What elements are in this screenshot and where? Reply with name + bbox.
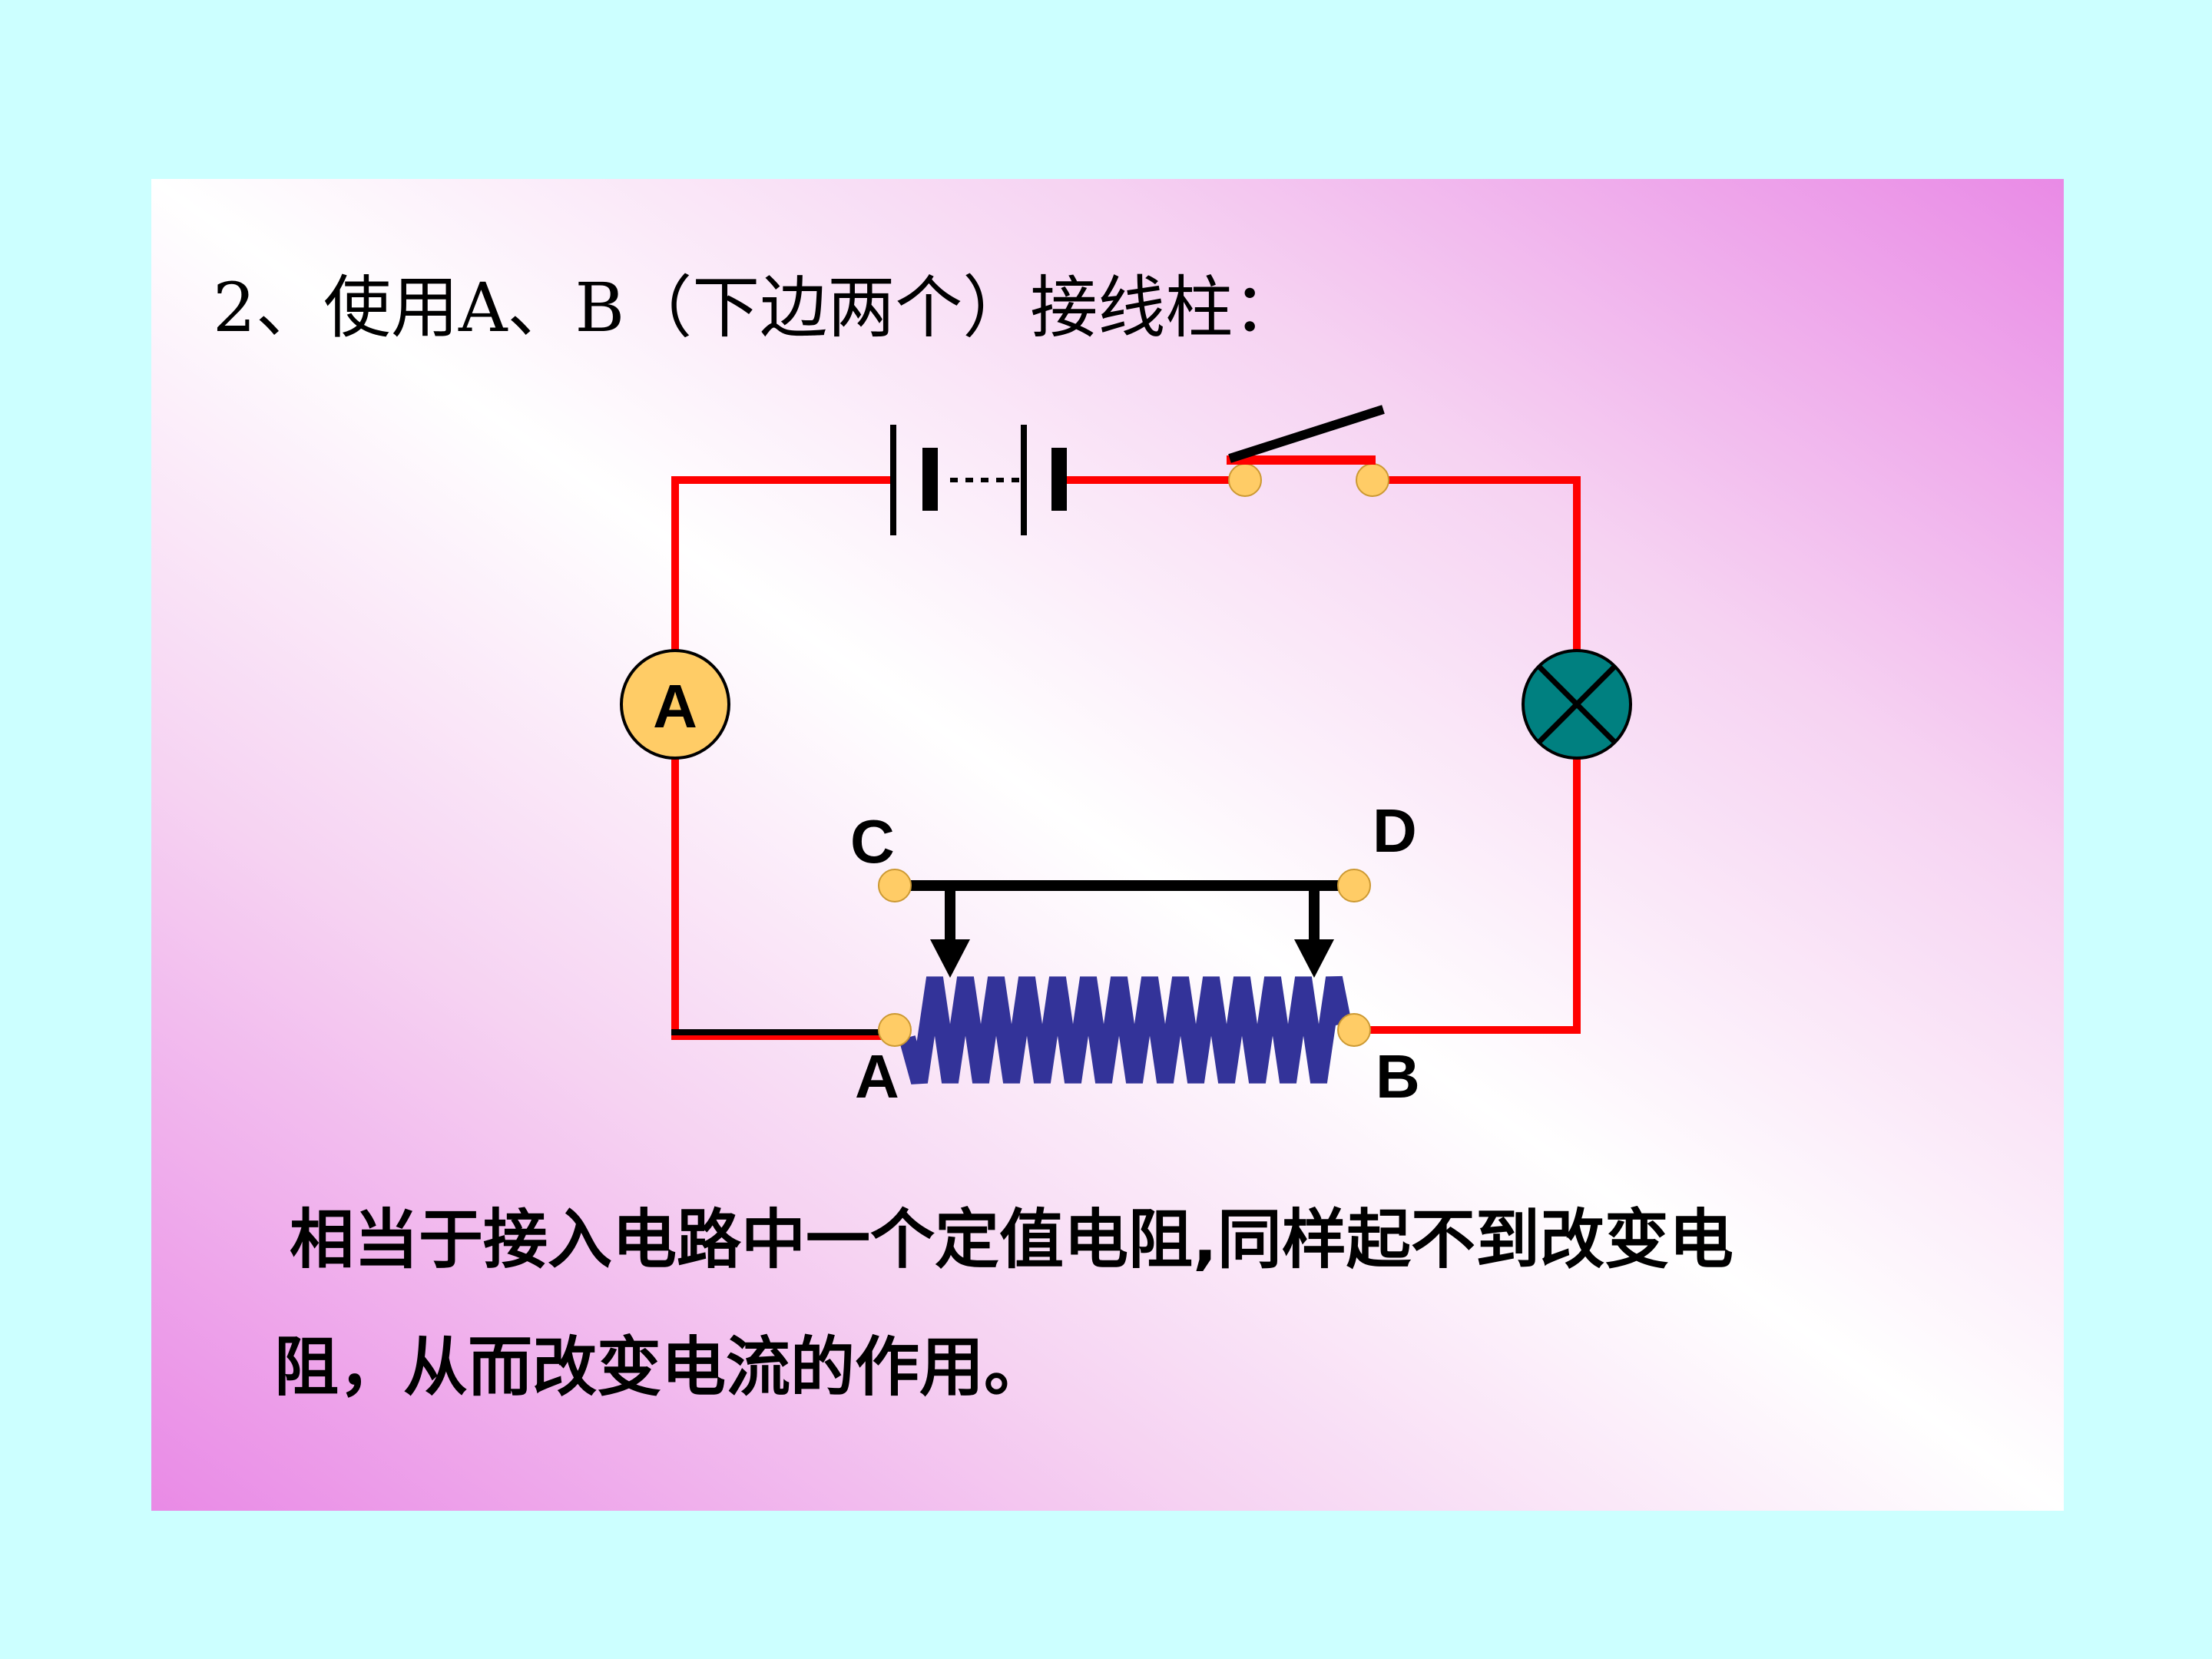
slide-heading: 2、使用A、B（下边两个）接线柱： — [213, 268, 1301, 347]
circuit-diagram: A C D A B — [620, 405, 1632, 1111]
ammeter-label: A — [653, 672, 697, 740]
ammeter-icon: A — [620, 649, 730, 760]
lamp-icon — [1522, 649, 1632, 760]
circuit-wires — [671, 476, 1581, 1039]
caption-line-1: 相当于接入电路中一个定值电阻,同样起不到改变电 — [290, 1202, 1734, 1277]
slide: 2、使用A、B（下边两个）接线柱： A — [151, 179, 2064, 1511]
switch-icon — [1227, 405, 1389, 497]
terminal-a-label: A — [855, 1042, 899, 1111]
terminal-d — [1337, 869, 1371, 902]
resistor-coil — [899, 975, 1352, 1084]
wire-top-left — [671, 476, 893, 1039]
rheostat: C D A B — [850, 796, 1420, 1111]
terminal-b-label: B — [1376, 1042, 1420, 1111]
terminal-a — [878, 1013, 912, 1047]
slider-arrow-left — [930, 939, 970, 978]
caption-line-2: 阻，从而改变电流的作用。 — [274, 1330, 1049, 1405]
terminal-b — [1337, 1013, 1371, 1047]
caption: 相当于接入电路中一个定值电阻,同样起不到改变电 阻，从而改变电流的作用。 — [274, 1176, 1964, 1431]
terminal-c — [878, 869, 912, 902]
wire-switch-lamp — [1363, 476, 1581, 1034]
slider-arrow-right — [1294, 939, 1334, 978]
terminal-c-label: C — [850, 807, 895, 876]
battery-icon — [890, 425, 1067, 535]
terminal-d-label: D — [1373, 796, 1417, 865]
